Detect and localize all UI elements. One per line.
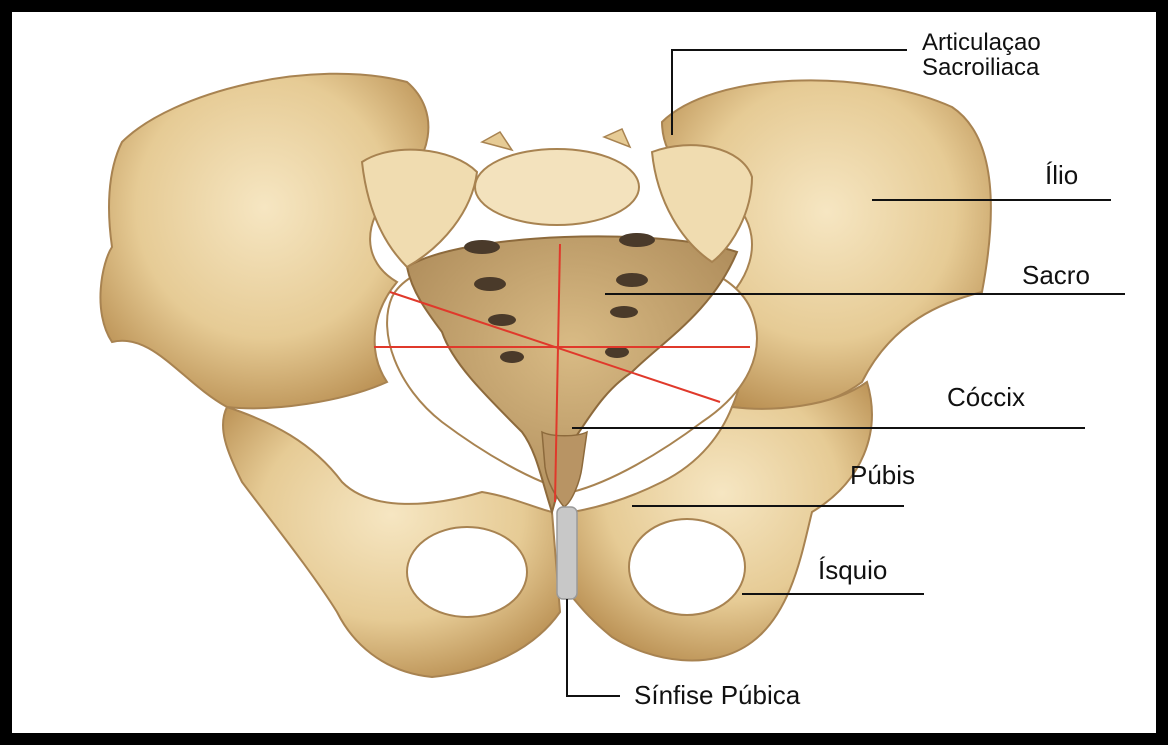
pubic-symphysis <box>557 507 577 599</box>
label-pubis: Púbis <box>850 462 915 489</box>
label-coccix: Cóccix <box>947 384 1025 411</box>
label-sacro: Sacro <box>1022 262 1090 289</box>
label-isquio: Ísquio <box>818 557 887 584</box>
left-obturator-foramen <box>407 527 527 617</box>
label-articulacao: Articulaçao Sacroiliaca <box>922 30 1041 80</box>
diagram-panel: Articulaçao Sacroiliaca Ílio Sacro Cócci… <box>12 12 1156 733</box>
right-obturator-foramen <box>629 519 745 615</box>
label-ilio: Ílio <box>1045 162 1078 189</box>
label-sinfise: Sínfise Púbica <box>634 682 800 709</box>
left-ilium <box>100 74 428 409</box>
pelvis-illustration <box>12 12 1156 733</box>
label-articulacao-line1: Articulaçao <box>922 30 1041 55</box>
label-articulacao-line2: Sacroiliaca <box>922 55 1041 80</box>
sacral-base <box>475 149 639 225</box>
